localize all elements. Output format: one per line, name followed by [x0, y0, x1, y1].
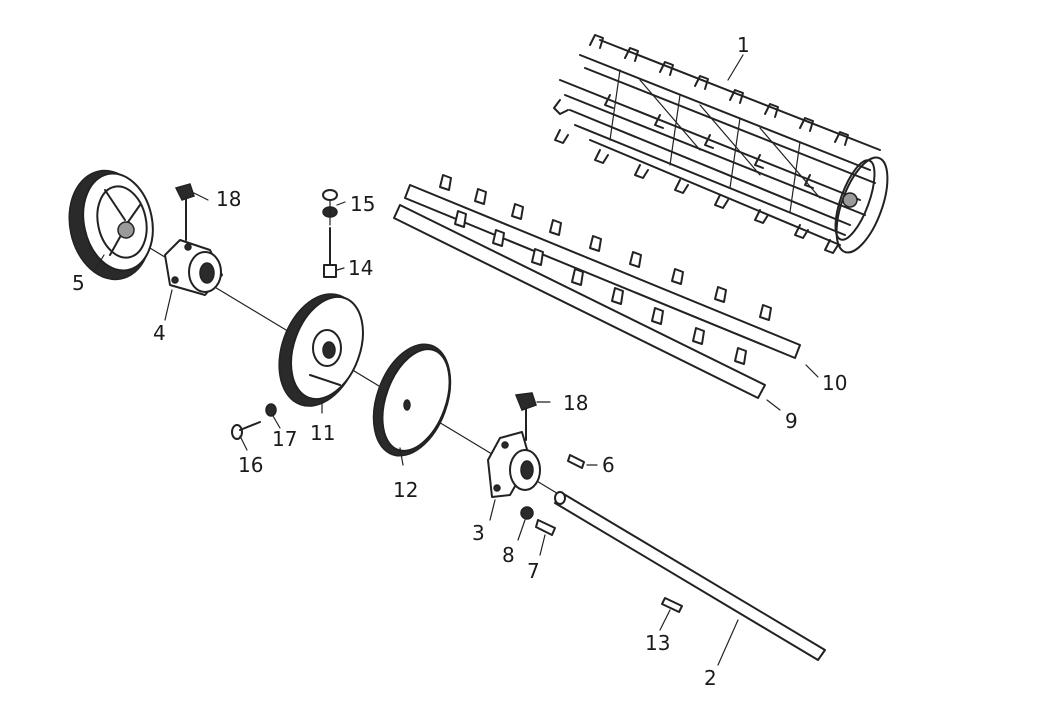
- label-part-2: 2: [704, 666, 717, 690]
- label-part-3: 3: [472, 521, 485, 545]
- label-part-18-upper: 18: [216, 187, 241, 211]
- label-part-8: 8: [502, 543, 515, 567]
- tine-bar-lower: [393, 204, 766, 399]
- label-part-14: 14: [348, 256, 373, 280]
- pulley-wheel: [68, 169, 154, 281]
- small-pin: [567, 454, 585, 469]
- label-part-5: 5: [72, 271, 85, 295]
- grease-nipple-upper: [174, 183, 195, 241]
- label-part-6: 6: [602, 453, 615, 477]
- label-part-12: 12: [393, 478, 418, 502]
- label-part-7: 7: [527, 559, 540, 583]
- label-part-11: 11: [310, 421, 335, 445]
- cage-roller: [553, 34, 889, 254]
- label-part-16: 16: [238, 453, 263, 477]
- label-part-1: 1: [737, 33, 750, 57]
- label-part-9: 9: [785, 409, 798, 433]
- label-part-4: 4: [153, 321, 166, 345]
- flanged-disc: [278, 293, 364, 407]
- flange-bearing-left: [164, 239, 223, 296]
- label-part-18-lower: 18: [563, 391, 588, 415]
- tine-bar-upper: [404, 174, 801, 359]
- label-part-10: 10: [822, 371, 847, 395]
- shaft-key: [661, 597, 683, 613]
- nut-and-bolt: [322, 189, 338, 278]
- part-labels: 1 18 15 14 5 4 11 17 16 12 18 6 3 8 7 10…: [72, 33, 847, 690]
- leader-lines: [94, 54, 819, 666]
- label-part-17: 17: [272, 427, 297, 451]
- ring-disc: [372, 343, 452, 457]
- grease-nipple-lower: [514, 392, 537, 441]
- washer-and-bolt: [520, 506, 556, 536]
- shaft: [554, 491, 826, 661]
- label-part-13: 13: [645, 631, 670, 655]
- flange-bearing-right: [487, 431, 541, 498]
- label-part-15: 15: [350, 192, 375, 216]
- bolt-and-washer-left: [231, 403, 277, 440]
